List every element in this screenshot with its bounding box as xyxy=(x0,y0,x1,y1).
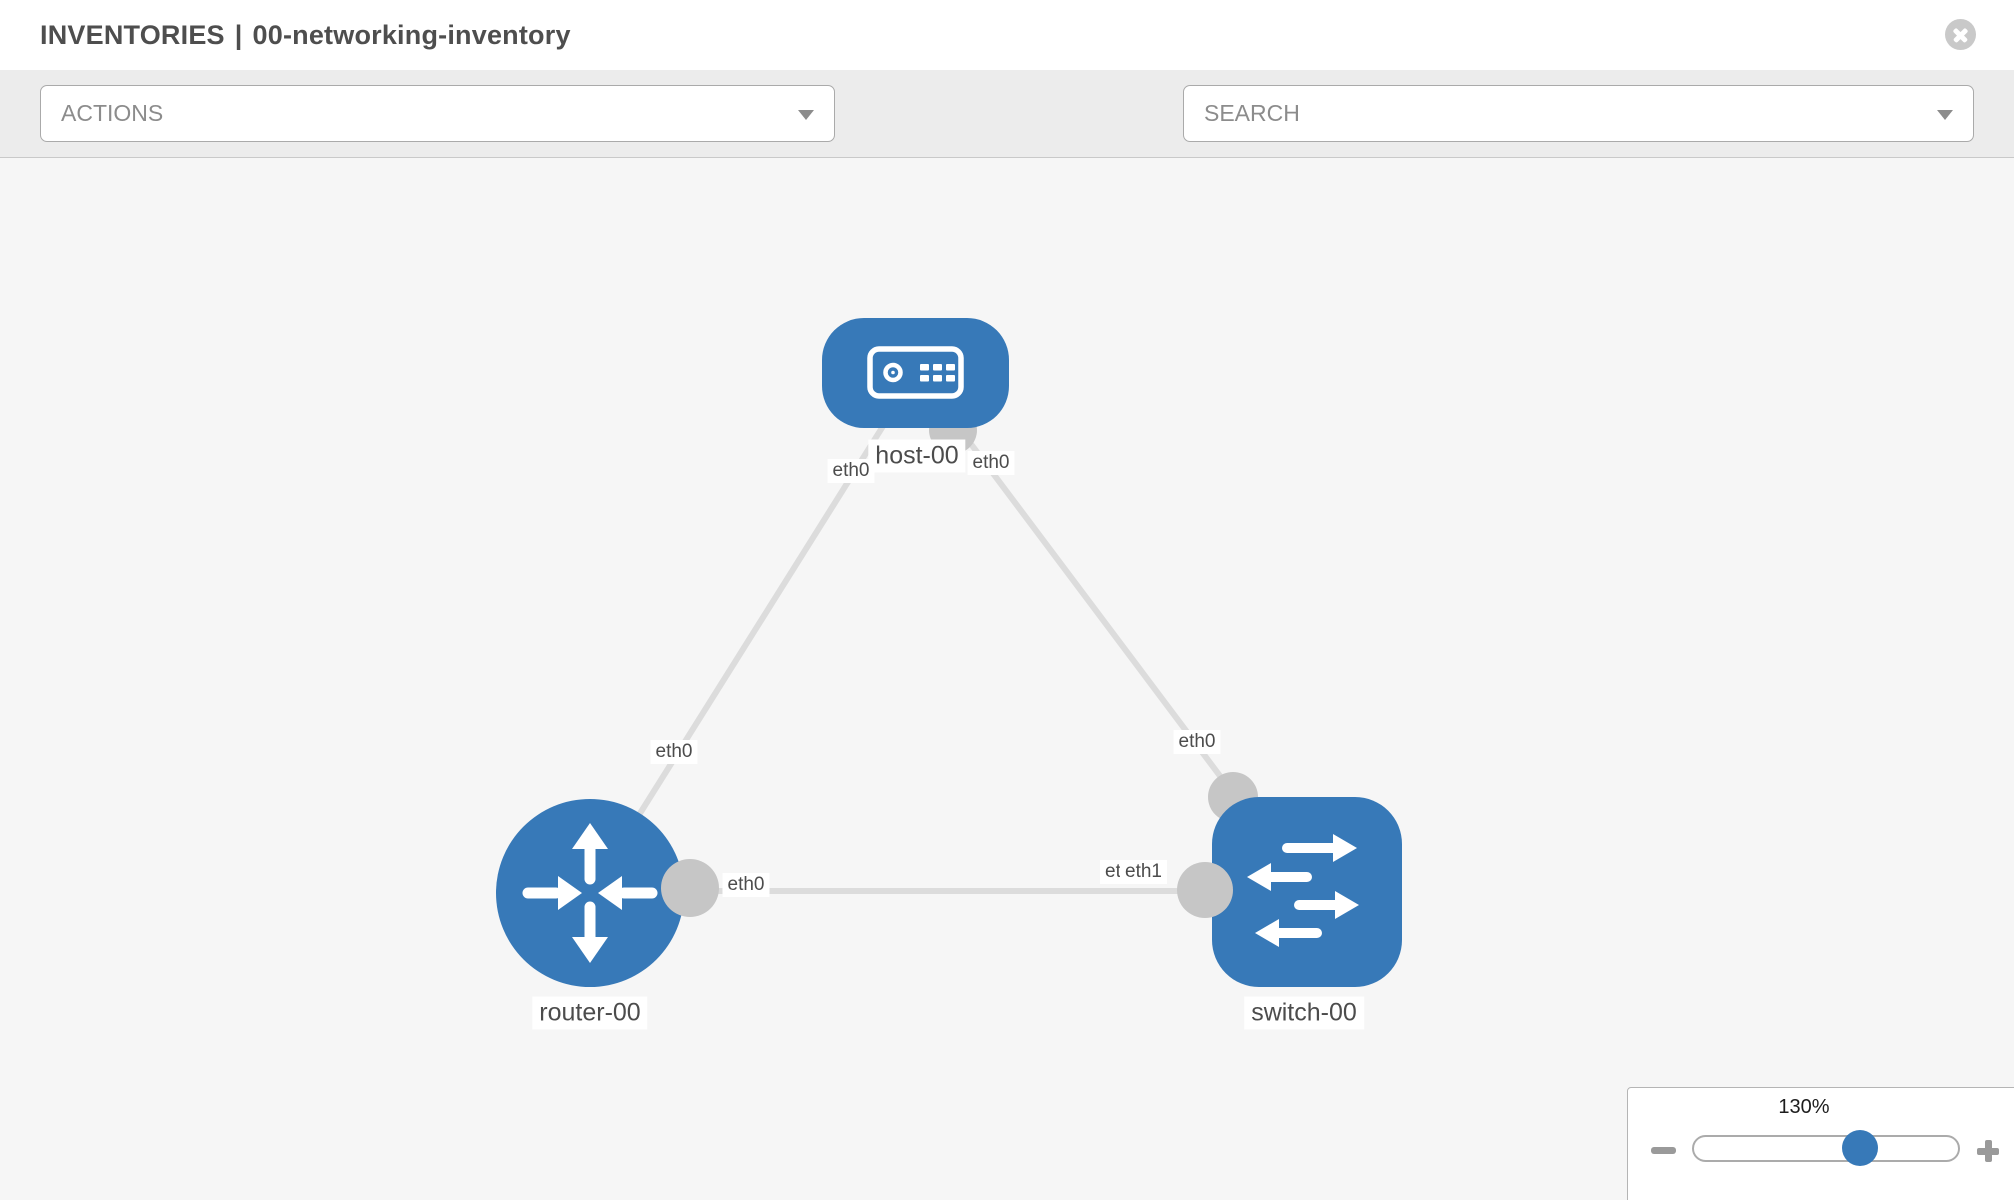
host-icon xyxy=(867,346,964,399)
interface-label-switch-bottom-eth1: eth1 xyxy=(1120,860,1167,884)
node-label-host: host-00 xyxy=(868,439,966,473)
switch-icon xyxy=(1247,834,1359,947)
zoom-slider[interactable] xyxy=(1692,1130,1960,1166)
interface-label-host-left: eth0 xyxy=(827,459,875,483)
router-icon xyxy=(522,823,658,963)
chevron-down-icon xyxy=(1937,110,1953,120)
link-host-router xyxy=(587,370,920,895)
actions-dropdown[interactable]: ACTIONS xyxy=(40,85,835,142)
interface-label-switch-top: eth0 xyxy=(1173,730,1221,754)
zoom-out-icon[interactable] xyxy=(1651,1147,1676,1154)
interface-label-host-right: eth0 xyxy=(967,451,1015,475)
interface-label-router-bottom: eth0 xyxy=(722,873,770,897)
node-host[interactable] xyxy=(822,318,1009,428)
topology-canvas[interactable]: host-00 router-00 switch-00 eth0 eth0 et… xyxy=(0,158,2014,1200)
node-label-router: router-00 xyxy=(532,996,648,1030)
search-dropdown[interactable]: SEARCH xyxy=(1183,85,1974,142)
toolbar: ACTIONS SEARCH xyxy=(0,70,2014,202)
node-label-switch: switch-00 xyxy=(1244,996,1364,1030)
title-divider: | xyxy=(234,19,243,50)
node-router[interactable] xyxy=(496,799,684,987)
interface-label-router-top: eth0 xyxy=(650,740,698,764)
interface-dot-router xyxy=(661,859,719,917)
search-dropdown-label: SEARCH xyxy=(1204,100,1300,126)
zoom-in-icon[interactable] xyxy=(1977,1140,1999,1162)
interface-dot-switch-left xyxy=(1177,862,1233,918)
actions-dropdown-label: ACTIONS xyxy=(61,100,164,126)
node-switch[interactable] xyxy=(1212,797,1402,987)
chevron-down-icon xyxy=(798,110,814,120)
title-section: INVENTORIES xyxy=(40,19,225,50)
zoom-slider-thumb[interactable] xyxy=(1842,1130,1879,1166)
close-icon[interactable] xyxy=(1945,19,1976,50)
zoom-panel: 130% xyxy=(1627,1087,2014,1200)
header: INVENTORIES | 00-networking-inventory xyxy=(0,0,2014,70)
page-title: INVENTORIES | 00-networking-inventory xyxy=(40,0,581,70)
inventory-name: 00-networking-inventory xyxy=(252,19,571,50)
zoom-percent: 130% xyxy=(1778,1096,1830,1118)
